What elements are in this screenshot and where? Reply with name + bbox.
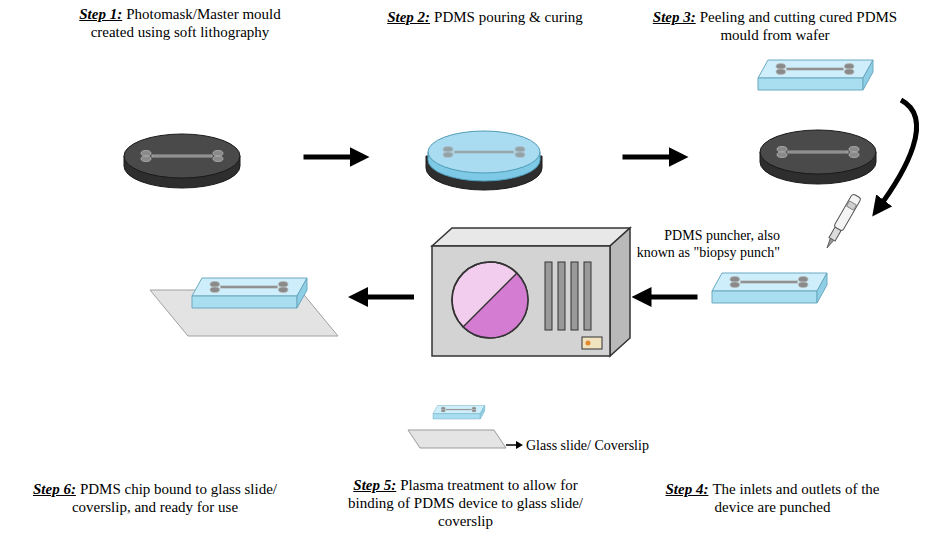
step-description: The inlets and outlets of the device are…: [712, 481, 879, 515]
flow-arrow: [304, 155, 362, 160]
step-heading: Step 3:: [653, 9, 696, 25]
step-description: PDMS pouring & curing: [434, 9, 583, 25]
step-heading: Step 1:: [79, 6, 122, 22]
part-label: Glass slide/ Coverslip: [526, 437, 696, 454]
step-caption: Step 3:Peeling and cutting cured PDMS mo…: [650, 8, 900, 44]
step-heading: Step 5:: [353, 477, 396, 493]
step-figure: Step 3:Peeling and cutting cured PDMS mo…: [755, 52, 895, 184]
step-caption: Step 4:The inlets and outlets of the dev…: [655, 480, 890, 516]
flow-arrow: [623, 155, 681, 160]
step-description: Peeling and cutting cured PDMS mould fro…: [700, 9, 897, 43]
step-caption: Step 5:Plasma treatment to allow for bin…: [343, 476, 588, 530]
step-heading: Step 4:: [666, 481, 709, 497]
step-figure: Step 1:Photomask/Master mould created us…: [120, 128, 245, 190]
step-figure: Step 5:Plasma treatment to allow for bin…: [430, 226, 632, 358]
flow-arrow: [356, 295, 414, 300]
step-figure: Step 2:PDMS pouring & curing: [420, 128, 548, 192]
tool-label: PDMS puncher, also known as "biopsy punc…: [630, 227, 780, 261]
step-caption: Step 6:PDMS chip bound to glass slide/ c…: [30, 480, 280, 516]
step-caption: Step 1:Photomask/Master mould created us…: [65, 5, 295, 41]
step-caption: Step 2:PDMS pouring & curing: [375, 8, 595, 26]
step-heading: Step 2:: [387, 9, 430, 25]
flow-arrow: [877, 100, 917, 210]
step-description: PDMS chip bound to glass slide/ coversli…: [72, 481, 277, 515]
step-heading: Step 6:: [33, 481, 76, 497]
flow-arrow: [640, 295, 698, 300]
step-figure: Step 6:PDMS chip bound to glass slide/ c…: [148, 262, 340, 338]
